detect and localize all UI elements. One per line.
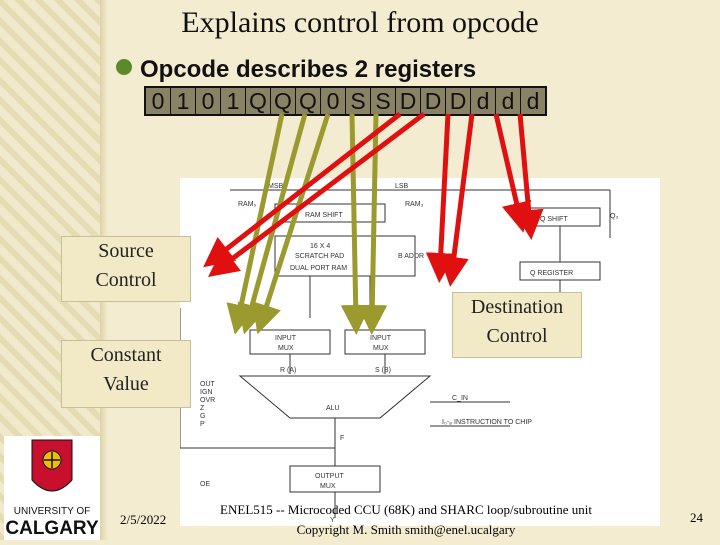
bit-cell: D xyxy=(446,88,471,114)
bullet-text: Opcode describes 2 registers xyxy=(140,56,477,83)
bit-cell: d xyxy=(521,88,545,114)
constant-line-2: Value xyxy=(103,373,149,395)
source-line-1: Source xyxy=(98,240,154,262)
university-logo: UNIVERSITY OF CALGARY xyxy=(4,436,100,540)
label-q-register: Q REGISTER xyxy=(530,270,573,277)
label-input-mux-b-2: MUX xyxy=(373,345,389,352)
status-ovr: OVR xyxy=(200,397,215,404)
bit-cell: 0 xyxy=(196,88,221,114)
label-oe: OE xyxy=(200,481,210,488)
bit-cell: D xyxy=(421,88,446,114)
source-arrow xyxy=(226,113,285,335)
source-arrow xyxy=(340,113,371,335)
label-f: F xyxy=(340,435,344,442)
label-q-shift: Q SHIFT xyxy=(540,216,568,223)
bit-cell: d xyxy=(496,88,521,114)
status-ign: IGN xyxy=(200,389,212,396)
footer-line-2: Copyright M. Smith smith@enel.ucalgary xyxy=(296,522,516,537)
dest-arrow xyxy=(439,113,475,287)
source-arrow xyxy=(357,113,388,335)
crest-icon: UNIVERSITY OF CALGARY xyxy=(5,439,99,539)
bit-cell: d xyxy=(471,88,496,114)
status-g: G xyxy=(200,413,205,420)
bit-cell: 1 xyxy=(171,88,196,114)
footer-line-1: ENEL515 -- Microcoded CCU (68K) and SHAR… xyxy=(220,502,592,517)
label-scratch-1: 16 X 4 xyxy=(310,243,330,250)
label-y: Y xyxy=(330,517,335,524)
bit-cell: Q xyxy=(296,88,321,114)
label-input-mux-a-1: INPUT xyxy=(275,335,297,342)
label-ram3: RAM₃ xyxy=(405,201,424,208)
status-z: Z xyxy=(200,405,205,412)
dest-arrow xyxy=(513,113,544,240)
destination-line-1: Destination xyxy=(470,296,564,318)
label-output-mux-2: MUX xyxy=(320,483,336,490)
dest-arrow xyxy=(425,113,456,283)
destination-control-box: Destination Control xyxy=(452,292,582,358)
label-r-a: R (A) xyxy=(280,367,296,374)
footer-text: ENEL515 -- Microcoded CCU (68K) and SHAR… xyxy=(196,500,616,540)
status-p: P xyxy=(200,421,205,428)
label-ram0: RAM₀ xyxy=(238,201,257,208)
dest-arrow xyxy=(208,112,426,278)
source-control-box: Source Control xyxy=(61,236,191,302)
bullet-dot-icon xyxy=(116,59,132,75)
bit-cell: S xyxy=(346,88,371,114)
bit-cell: Q xyxy=(246,88,271,114)
diagram-svg: MSB LSB RAM₀ RAM₃ RAM SHIFT Q SHIFT Q₃ 1… xyxy=(179,183,618,524)
status-out: OUT xyxy=(200,381,216,388)
source-line-2: Control xyxy=(95,269,157,291)
source-arrow xyxy=(252,113,331,335)
destination-line-2: Control xyxy=(486,325,548,347)
label-output-mux-1: OUTPUT xyxy=(315,473,345,480)
bit-cell: Q xyxy=(271,88,296,114)
bit-cell: S xyxy=(371,88,396,114)
bit-cell: 0 xyxy=(321,88,346,114)
label-b-addr: B ADDR xyxy=(398,253,424,260)
label-alu: ALU xyxy=(326,405,340,412)
constant-line-1: Constant xyxy=(90,344,162,366)
label-input-mux-b-1: INPUT xyxy=(370,335,392,342)
footer-date: 2/5/2022 xyxy=(120,512,167,527)
source-arrow xyxy=(237,113,308,335)
label-msb: MSB xyxy=(268,183,284,190)
bit-cell: 1 xyxy=(221,88,246,114)
page-number: 24 xyxy=(690,510,703,525)
logo-top-text: UNIVERSITY OF xyxy=(14,506,91,517)
dest-arrow xyxy=(203,112,402,268)
label-q3: Q₃ xyxy=(610,213,618,220)
bit-cell: 0 xyxy=(146,88,171,114)
logo-bottom-text: CALGARY xyxy=(5,518,99,539)
label-lsb: LSB xyxy=(395,183,409,190)
bullet-point: Opcode describes 2 registers xyxy=(116,56,476,84)
slide-title: Explains control from opcode xyxy=(181,6,539,39)
label-s-b: S (B) xyxy=(375,367,391,374)
constant-value-box: Constant Value xyxy=(61,340,191,408)
label-instruction: I₀-₈ INSTRUCTION TO CHIP xyxy=(442,419,532,426)
label-scratch-3: DUAL PORT RAM xyxy=(290,265,347,272)
label-ram-shift: RAM SHIFT xyxy=(305,212,343,219)
label-cin: C_IN xyxy=(452,395,468,402)
label-scratch-2: SCRATCH PAD xyxy=(295,253,344,260)
bit-cell: D xyxy=(396,88,421,114)
dest-arrow xyxy=(493,113,532,233)
opcode-bits: 0 1 0 1 Q Q Q 0 S S D D D d d d xyxy=(144,86,547,116)
label-input-mux-a-2: MUX xyxy=(278,345,294,352)
